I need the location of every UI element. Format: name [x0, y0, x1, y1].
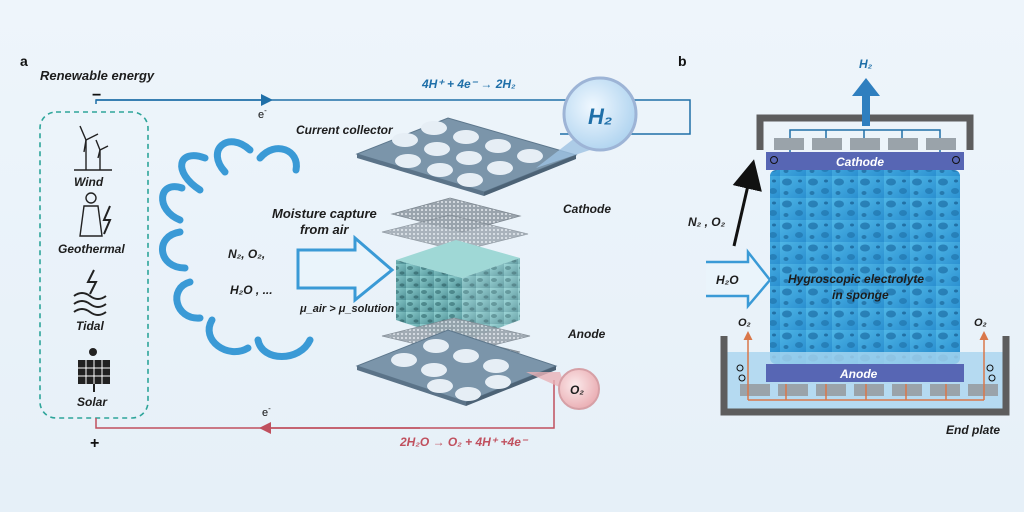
source-wind: Wind — [74, 175, 104, 189]
h2o-in-arrow — [706, 248, 772, 310]
h2-bubble-label: H₂ — [588, 104, 612, 129]
end-plate-label: End plate — [946, 423, 1000, 437]
anode-label-b: Anode — [839, 367, 878, 381]
renewable-energy-label: Renewable energy — [40, 68, 155, 83]
cathode-plate — [766, 152, 964, 170]
energy-sources-box — [39, 111, 149, 419]
source-geothermal: Geothermal — [58, 242, 125, 256]
sponge-label-line1: Hygroscopic electrolyte — [788, 272, 924, 286]
o2-left-label: O₂ — [738, 317, 751, 329]
moisture-capture-line1: Moisture capture — [272, 206, 377, 221]
solar-panel-icon — [78, 348, 110, 392]
cathode-label-b: Cathode — [836, 155, 884, 169]
air-gases-line2: H₂O , ... — [230, 283, 273, 297]
cathode-wire — [95, 99, 691, 135]
minus-terminal: − — [92, 87, 101, 104]
o2-bubble — [558, 368, 600, 410]
anode-reaction: 2H₂O → O₂ + 4H⁺ +4e⁻ — [399, 435, 529, 449]
panel-a-letter: a — [20, 53, 28, 69]
o2-bubble-label: O₂ — [570, 383, 584, 397]
geothermal-icon — [79, 192, 112, 237]
bottom-current-collector — [355, 329, 558, 406]
n2-o2-label: N₂ , O₂ — [688, 215, 726, 229]
source-solar: Solar — [77, 395, 108, 409]
tidal-icon — [73, 269, 107, 316]
air-cloud — [159, 138, 314, 360]
sponge-label-line2: in sponge — [832, 288, 889, 302]
h2o-label: H₂O — [716, 273, 739, 287]
h2-bubble — [562, 76, 638, 152]
h2-out-arrow — [852, 78, 880, 126]
moisture-arrow — [296, 234, 395, 304]
moisture-capture-line2: from air — [300, 222, 349, 237]
bottom-end-plate — [720, 336, 1010, 416]
anode-plate — [766, 364, 964, 382]
anode-label-a: Anode — [567, 327, 606, 341]
electron-top: e- — [258, 106, 267, 121]
chemical-potential-relation: μ_air > μ_solution — [299, 303, 395, 315]
source-tidal: Tidal — [76, 319, 104, 333]
h2-out-label: H₂ — [859, 57, 873, 71]
o2-right-label: O₂ — [974, 317, 987, 329]
cathode-label-a: Cathode — [563, 202, 611, 216]
electron-bottom: e- — [262, 404, 271, 419]
top-current-collector — [355, 117, 578, 196]
panel-b-letter: b — [678, 53, 687, 69]
current-collector-label: Current collector — [296, 123, 394, 137]
sponge-cube — [396, 240, 520, 342]
gas-out-arrow — [732, 159, 762, 247]
plus-terminal: + — [90, 435, 99, 452]
cathode-reaction: 4H⁺ + 4e⁻ → 2H₂ — [421, 77, 516, 91]
wind-turbine-icon — [74, 125, 112, 171]
sponge-electrolyte — [770, 170, 960, 364]
air-gases-line1: N₂, O₂, — [228, 247, 265, 261]
